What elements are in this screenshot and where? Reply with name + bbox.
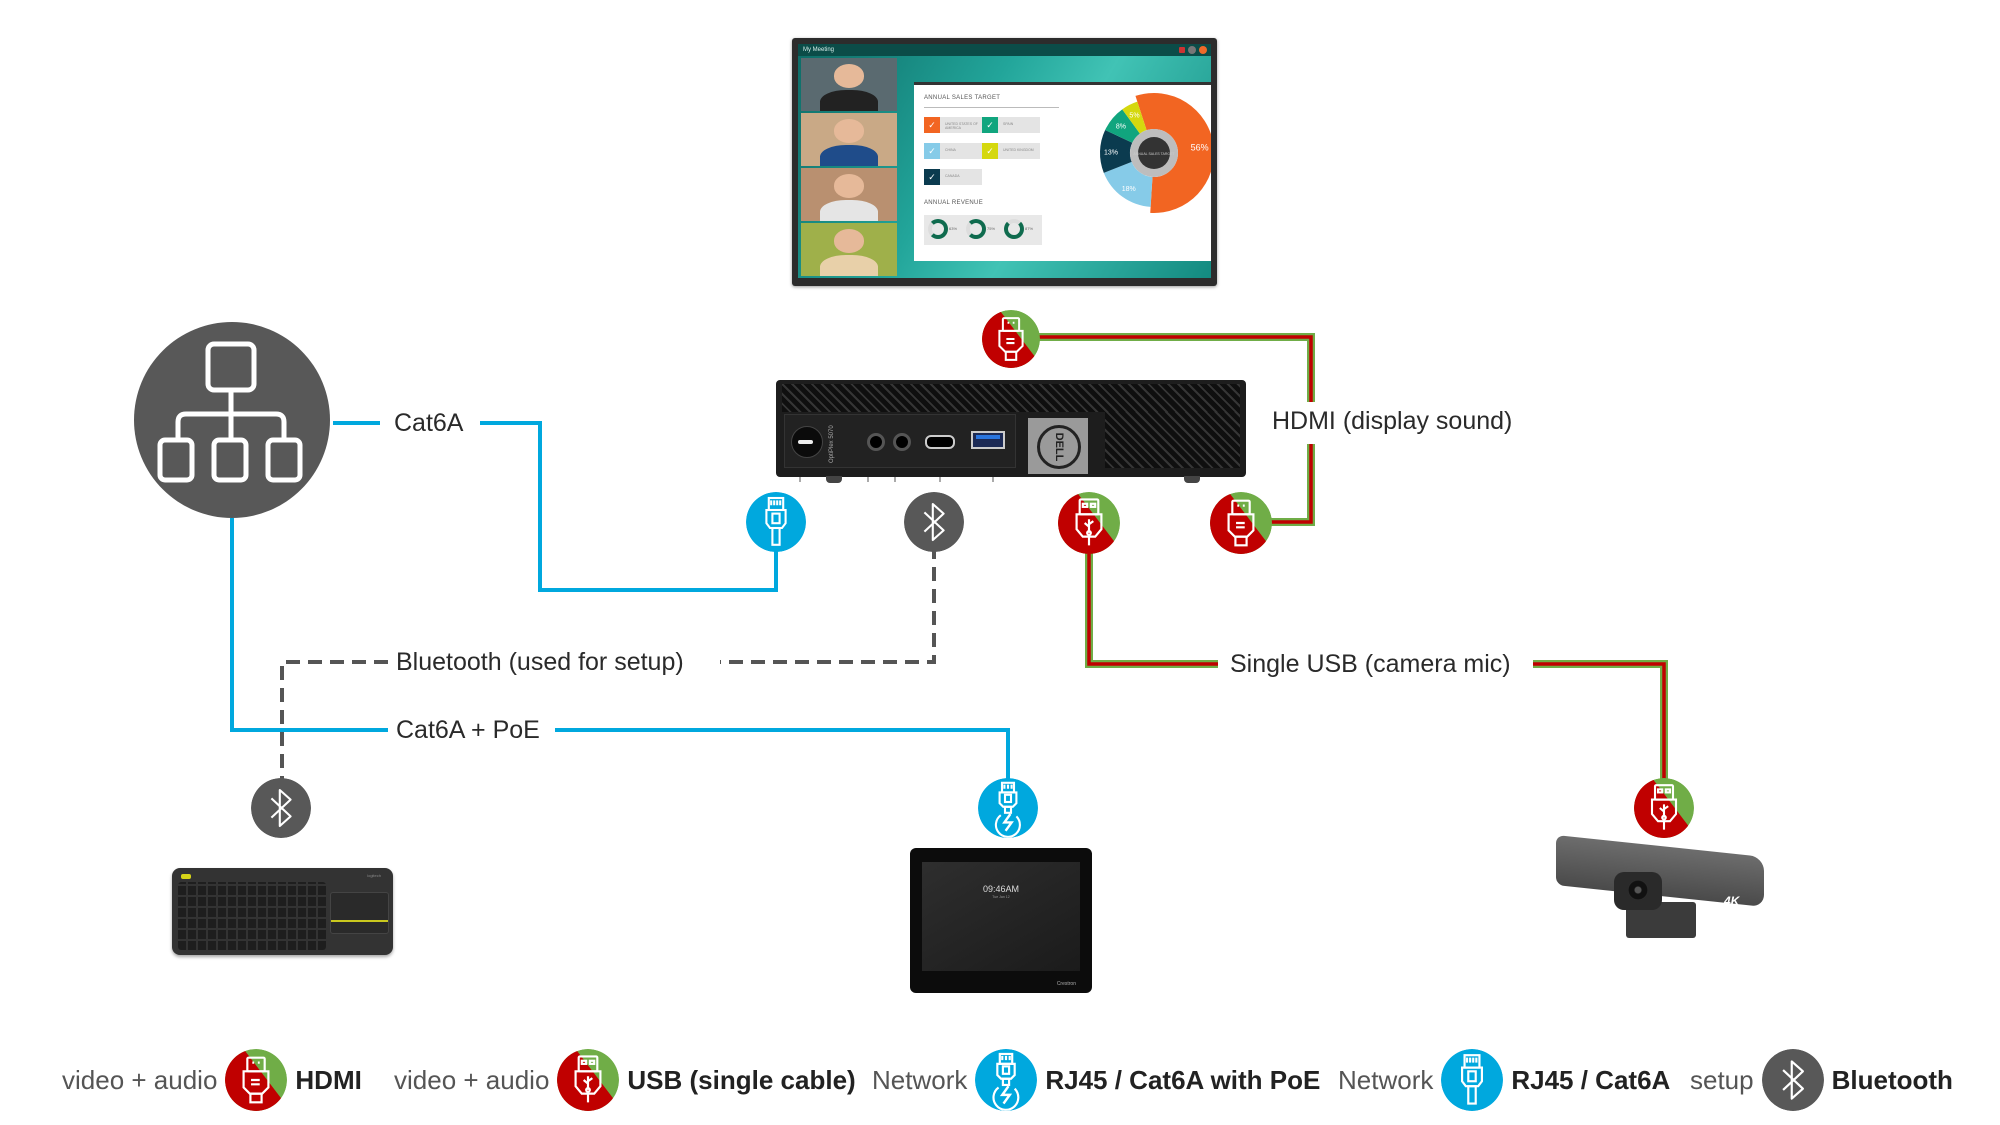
hdmi-icon — [1210, 492, 1272, 554]
pie-center-label: ANNUAL SALES TARGET — [1133, 152, 1175, 156]
legend-item-bluetooth: setup Bluetooth — [1690, 1045, 1953, 1115]
usb-icon — [557, 1049, 619, 1111]
rj45-icon — [746, 492, 806, 552]
record-icon — [1179, 47, 1185, 53]
rj45-poe-icon — [978, 778, 1038, 838]
usb-icon — [1058, 492, 1120, 554]
rj45-poe-icon — [975, 1049, 1037, 1111]
panel-brand: Crestron — [1056, 981, 1076, 987]
pie-slice — [1105, 109, 1140, 143]
label-cat6a-poe: Cat6A + PoE — [390, 715, 546, 745]
wire-hdmi — [1035, 333, 1315, 526]
slide-heading: ANNUAL SALES TARGET — [924, 95, 1001, 101]
revenue-donuts: 63% 75% 87% — [924, 215, 1042, 245]
poe-connector-panel[interactable] — [978, 778, 1038, 838]
keyboard-brand: logitech — [367, 873, 381, 878]
pie-slice — [1100, 130, 1133, 173]
participant-tiles — [801, 58, 897, 276]
revenue-donut — [928, 219, 948, 239]
display-screen: My Meeting ANNUAL SALES TARGET ✓UNITED S… — [798, 44, 1211, 278]
key-grid — [178, 882, 326, 950]
panel-date: Tue Jan 12 — [992, 895, 1010, 899]
usb-a-port — [971, 431, 1005, 449]
usb-connector-pc[interactable] — [1058, 492, 1120, 554]
legend: video + audio HDMI video + audio USB (si… — [0, 1045, 2000, 1115]
conference-camera[interactable]: 4K — [1556, 835, 1764, 938]
pie-center — [1138, 137, 1170, 169]
checklist-item: ✓SPAIN — [982, 117, 1040, 133]
pie-slice-label: 18% — [1122, 186, 1136, 193]
pie-slice-label: 5% — [1129, 113, 1139, 120]
network-hierarchy-icon — [157, 341, 303, 483]
panel-time: 09:46AM — [982, 884, 1020, 894]
participant-tile — [801, 113, 897, 166]
legend-item-hdmi: video + audio HDMI — [62, 1045, 362, 1115]
front-panel: OptiPlex 5070 — [784, 414, 1016, 468]
rj45-connector-pc[interactable] — [746, 492, 806, 552]
meeting-title-bar: My Meeting — [798, 44, 1211, 56]
pie-slice-label: 56% — [1191, 142, 1209, 152]
wire-cat6a-poe — [230, 518, 1010, 780]
hdmi-connector-pc[interactable] — [1210, 492, 1272, 554]
camera-lens — [1614, 872, 1662, 910]
participant-tile — [801, 58, 897, 111]
bluetooth-connector-pc[interactable] — [904, 492, 964, 552]
wireless-keyboard[interactable]: logitech — [172, 868, 393, 955]
participant-tile — [801, 223, 897, 276]
bluetooth-icon — [1762, 1049, 1824, 1111]
revenue-donut — [966, 219, 986, 239]
pie-slice — [1122, 101, 1147, 134]
label-bluetooth-setup: Bluetooth (used for setup) — [390, 647, 690, 677]
legend-item-usb: video + audio USB (single cable) — [394, 1045, 856, 1115]
revenue-heading: ANNUAL REVENUE — [924, 200, 983, 206]
rj45-icon — [1441, 1049, 1503, 1111]
wire-usb — [1085, 552, 1668, 780]
pie-slice — [1103, 161, 1153, 207]
presentation-slide: ANNUAL SALES TARGET ✓UNITED STATES OF AM… — [914, 82, 1211, 261]
label-cat6a: Cat6A — [388, 408, 470, 438]
checklist-item: ✓CANADA — [924, 169, 982, 185]
checklist-item: ✓UNITED STATES OF AMERICA — [924, 117, 982, 133]
wire-cat6a — [333, 421, 778, 592]
wire-bluetooth — [280, 545, 936, 780]
revenue-donut — [1004, 219, 1024, 239]
participant-tile — [801, 168, 897, 221]
mini-pc[interactable]: OptiPlex 5070 DELL — [776, 380, 1246, 483]
hdmi-icon — [982, 310, 1040, 368]
touch-panel[interactable]: 09:46AM Tue Jan 12 Crestron — [910, 848, 1116, 993]
checklist-item: ✓CHINA — [924, 143, 982, 159]
network-switch-node[interactable] — [134, 322, 330, 518]
pie-slice-label: 13% — [1104, 150, 1118, 157]
usb-c-port — [925, 435, 955, 449]
user-avatar-icon — [1199, 46, 1207, 54]
usb-icon — [1634, 778, 1694, 838]
mic-jack — [893, 433, 911, 451]
usb-connector-camera[interactable] — [1634, 778, 1694, 838]
bluetooth-connector-keyboard[interactable] — [251, 778, 311, 838]
label-hdmi-display-sound: HDMI (display sound) — [1266, 406, 1519, 436]
label-single-usb: Single USB (camera mic) — [1224, 649, 1517, 679]
hdmi-icon — [225, 1049, 287, 1111]
bluetooth-icon — [904, 492, 964, 552]
checklist-item: ✓UNITED KINGDOM — [982, 143, 1040, 159]
legend-item-rj45-poe: Network RJ45 / Cat6A with PoE — [872, 1045, 1320, 1115]
display-monitor[interactable]: My Meeting ANNUAL SALES TARGET ✓UNITED S… — [792, 38, 1217, 286]
pie-slice — [1135, 93, 1211, 213]
bluetooth-icon — [251, 778, 311, 838]
audio-jack — [867, 433, 885, 451]
model-label: OptiPlex 5070 — [829, 425, 835, 463]
hdmi-connector-display[interactable] — [982, 310, 1040, 368]
meeting-title: My Meeting — [803, 47, 835, 53]
touch-panel-screen: 09:46AM Tue Jan 12 — [922, 862, 1080, 971]
settings-icon — [1188, 46, 1196, 54]
camera-4k-badge: 4K — [1724, 894, 1740, 908]
touchpad — [330, 892, 389, 934]
legend-item-rj45: Network RJ45 / Cat6A — [1338, 1045, 1670, 1115]
sales-pie-chart: 56% 18% 13% 8%5% ANNUAL SALES TARGET — [1100, 93, 1211, 213]
power-button[interactable] — [791, 426, 823, 458]
dell-logo: DELL — [1037, 425, 1081, 469]
pie-slice-label: 8% — [1116, 124, 1126, 131]
